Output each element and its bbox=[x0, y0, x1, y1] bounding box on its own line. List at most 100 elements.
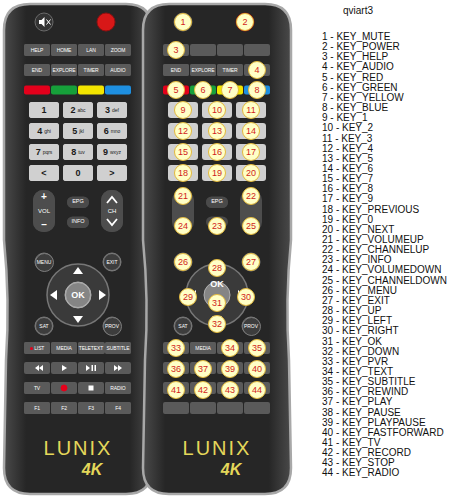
ok-button: OK bbox=[65, 282, 91, 308]
brand-logo: LUNIX bbox=[183, 438, 252, 458]
button-label: pqrs bbox=[43, 150, 53, 155]
callout-number: 16 bbox=[208, 143, 226, 161]
button-label: EPG bbox=[72, 199, 84, 205]
callout-number: 41 bbox=[171, 386, 181, 395]
callout-number: 8 bbox=[254, 86, 259, 95]
callout-number: 42 bbox=[194, 381, 212, 399]
number-key-shape bbox=[168, 102, 198, 118]
callout-number: 37 bbox=[198, 365, 208, 374]
arrow-right bbox=[99, 290, 106, 300]
key-list-line: 6 - KEY_GREEN bbox=[322, 83, 398, 93]
number-key: 3def bbox=[97, 102, 127, 118]
button-label: VOL bbox=[38, 208, 50, 214]
key-list-line: 30 - KEY_RIGHT bbox=[322, 326, 399, 336]
button-shape bbox=[51, 342, 77, 354]
key-list-line: 43 - KEY_STOP bbox=[322, 458, 395, 468]
callout-number: 26 bbox=[178, 258, 188, 267]
brand-logo: LUNIX bbox=[44, 438, 113, 458]
key-list-line: 21 - KEY_VOLUMEUP bbox=[322, 235, 424, 245]
arrow-up bbox=[73, 267, 83, 274]
button-shape bbox=[24, 342, 50, 354]
round-button-shape bbox=[35, 317, 53, 335]
mute-cross bbox=[47, 20, 51, 25]
callout-number: 18 bbox=[178, 169, 188, 178]
button: TV bbox=[24, 382, 50, 394]
arrow-down bbox=[73, 316, 83, 323]
callout-number: 40 bbox=[252, 365, 262, 374]
round-button-shape bbox=[103, 317, 121, 335]
callout-number: 21 bbox=[178, 192, 188, 201]
forward-symbol bbox=[114, 365, 122, 371]
key-list-line: 29 - KEY_LEFT bbox=[322, 316, 392, 326]
stop-symbol bbox=[89, 386, 94, 391]
button-shape bbox=[105, 362, 131, 374]
button-shape bbox=[105, 382, 131, 394]
button-shape bbox=[190, 44, 216, 56]
button: INFO bbox=[67, 217, 89, 228]
number-key: 9wxyz bbox=[97, 144, 127, 160]
direction-pad bbox=[47, 264, 109, 326]
arrow-left bbox=[50, 290, 57, 300]
number-key: 6mno bbox=[97, 123, 127, 139]
number-key-shape bbox=[29, 165, 59, 181]
button-shape bbox=[217, 402, 243, 414]
callout-number: 39 bbox=[225, 365, 235, 374]
button-label: MENU bbox=[37, 260, 52, 265]
button: HELP bbox=[24, 44, 50, 56]
key-list-line: 27 - KEY_EXIT bbox=[322, 296, 390, 306]
button: RADIO bbox=[105, 382, 131, 394]
button: LAN bbox=[78, 44, 104, 56]
callout-number: 2 bbox=[236, 13, 254, 31]
button-label: RADIO bbox=[110, 386, 125, 391]
key-list-line: 8 - KEY_BLUE bbox=[322, 103, 388, 113]
callout-number: 29 bbox=[183, 293, 193, 302]
callout-number: 1 bbox=[174, 13, 192, 31]
button-shape bbox=[78, 362, 104, 374]
callout-number: 24 bbox=[178, 222, 188, 231]
callout-number: 14 bbox=[246, 127, 256, 136]
button-shape bbox=[24, 402, 50, 414]
callout-number: 36 bbox=[167, 360, 185, 378]
button: HOME bbox=[51, 44, 77, 56]
button-label: EPG bbox=[211, 199, 223, 205]
number-key-shape bbox=[63, 102, 93, 118]
button-label: 7 bbox=[36, 148, 41, 157]
callout-number: 33 bbox=[167, 339, 185, 357]
callout-number: 26 bbox=[174, 253, 192, 271]
rewind-symbol bbox=[35, 365, 43, 371]
callout-number: 25 bbox=[246, 222, 256, 231]
callout-number: 41 bbox=[167, 381, 185, 399]
button-shape bbox=[78, 382, 104, 394]
key-list-line: 31 - KEY_OK bbox=[322, 337, 382, 347]
key-list-line: 1 - KEY_MUTE bbox=[322, 32, 390, 42]
callout-number: 9 bbox=[174, 101, 192, 119]
power-button bbox=[97, 13, 115, 31]
callout-number: 4 bbox=[248, 61, 266, 79]
button: MEDIA bbox=[190, 342, 216, 354]
number-key-shape bbox=[97, 144, 127, 160]
button-label: def bbox=[112, 108, 119, 113]
callout-number: 25 bbox=[242, 217, 260, 235]
callout-number: 40 bbox=[248, 360, 266, 378]
callout-number: 35 bbox=[252, 344, 262, 353]
callout-number: 20 bbox=[246, 169, 256, 178]
callout-number: 22 bbox=[242, 187, 260, 205]
key-list-line: 13 - KEY_5 bbox=[322, 154, 373, 164]
ok-button: OK bbox=[208, 278, 226, 290]
key-list-line: 32 - KEY_DOWN bbox=[322, 347, 399, 357]
key-list-line: 14 - KEY_6 bbox=[322, 164, 373, 174]
button-shape bbox=[51, 362, 77, 374]
button-label: TIMER bbox=[222, 68, 237, 73]
button-shape bbox=[190, 64, 216, 76]
key-list-line: 28 - KEY_UP bbox=[322, 306, 381, 316]
callout-number: 8 bbox=[248, 81, 266, 99]
key-list-line: 3 - KEY_HELP bbox=[322, 52, 388, 62]
button-shape bbox=[244, 402, 270, 414]
button: LIST bbox=[24, 342, 50, 354]
round-button-shape bbox=[103, 253, 121, 271]
button: TIMER bbox=[217, 64, 243, 76]
button-label: wxyz bbox=[110, 150, 121, 155]
button-shape bbox=[105, 342, 131, 354]
button-shape bbox=[217, 44, 243, 56]
button-label: TELETEXT bbox=[79, 346, 103, 351]
